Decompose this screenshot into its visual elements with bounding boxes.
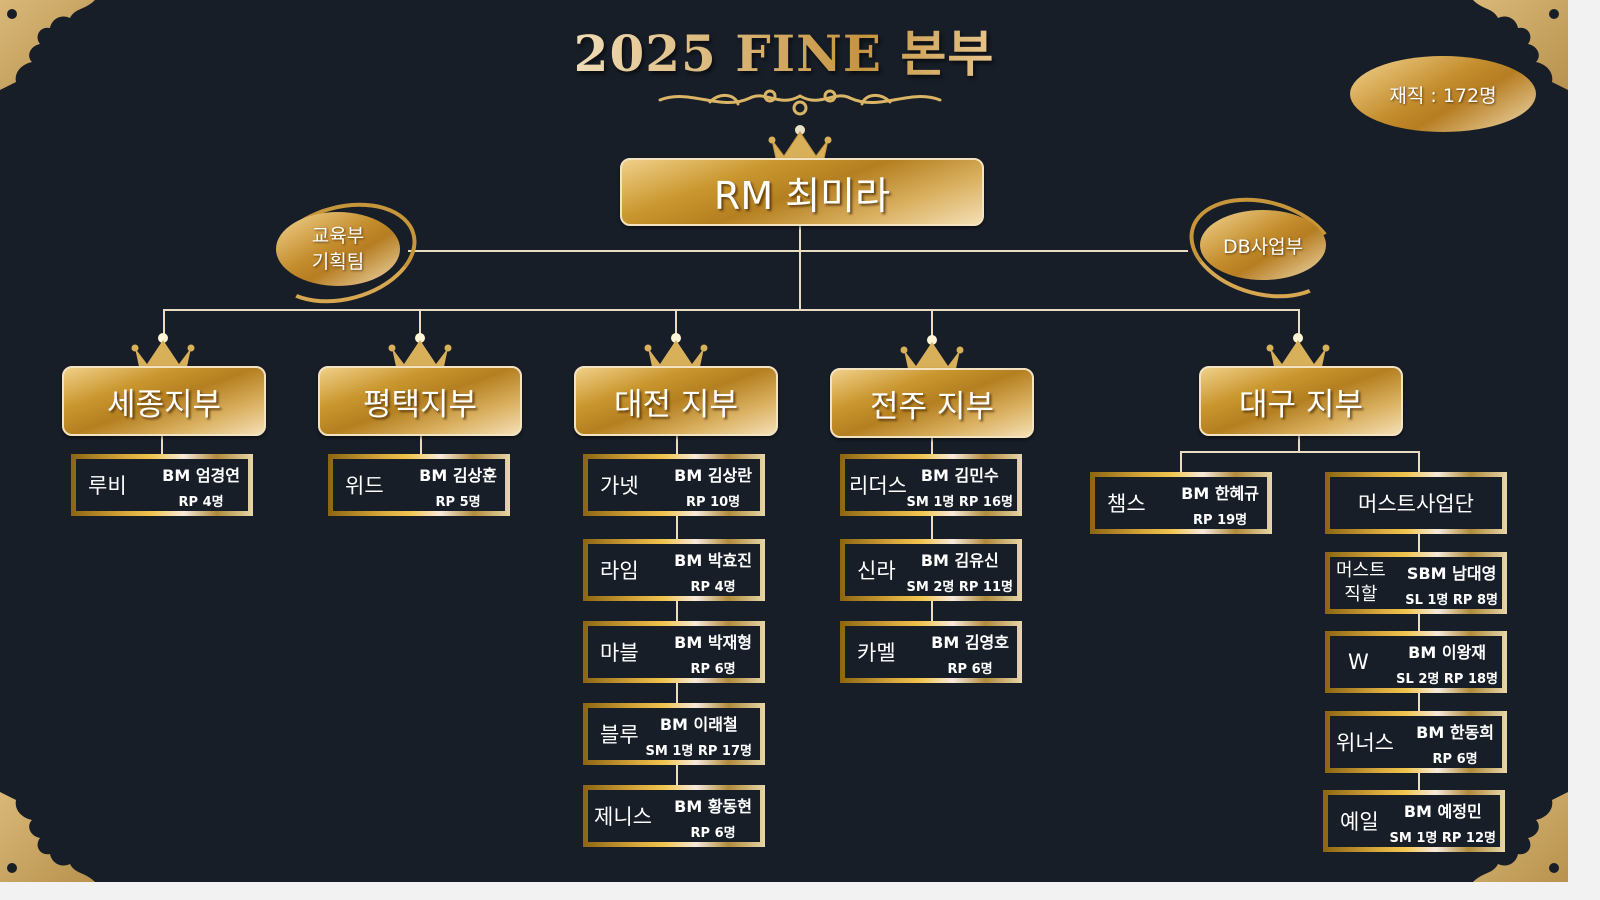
team-card-winners: 위너스 BM 한동희 RP 6명 — [1325, 711, 1507, 773]
division-name: 머스트사업단 — [1358, 492, 1474, 516]
branch-jeonju: 전주 지부 — [830, 368, 1034, 438]
team-card-lime: 라임 BM 박효진 RP 4명 — [583, 539, 765, 601]
team-name: W — [1348, 650, 1369, 674]
team-name: 루비 — [88, 474, 127, 498]
team-manager: BM 이왕재 — [1408, 643, 1487, 662]
team-stats: RP 6명 — [947, 662, 993, 677]
connector — [419, 309, 421, 339]
team-manager: BM 김상훈 — [419, 466, 497, 485]
team-name: 카멜 — [857, 641, 896, 665]
connector — [1180, 451, 1420, 453]
team-card-w: W BM 이왕재 SL 2명 RP 18명 — [1325, 631, 1507, 693]
team-name: 챔스 — [1107, 492, 1146, 516]
team-name-line2: 직할 — [1344, 584, 1378, 605]
branch-daejeon: 대전 지부 — [574, 366, 778, 436]
connector — [1298, 434, 1300, 452]
connector — [675, 309, 677, 339]
connector — [1298, 309, 1300, 339]
team-stats: RP 19명 — [1193, 513, 1248, 528]
team-stats: RP 6명 — [690, 826, 736, 841]
team-stats: RP 6명 — [690, 662, 736, 677]
team-stats: SM 2명 RP 11명 — [906, 580, 1013, 595]
team-name: 라임 — [600, 559, 639, 583]
team-name: 마블 — [600, 641, 639, 665]
team-name: 가넷 — [600, 474, 639, 498]
team-manager: BM 김상란 — [674, 466, 752, 485]
team-manager: BM 예정민 — [1403, 802, 1482, 821]
team-name: 리더스 — [849, 474, 907, 498]
team-card-must-direct: 머스트 직할 SBM 남대영 SL 1명 RP 8명 — [1325, 552, 1507, 614]
connector — [163, 309, 1300, 311]
connector — [161, 434, 163, 456]
team-name: 신라 — [857, 559, 896, 583]
corner-ornament-top-right-icon — [1473, 0, 1568, 90]
branch-sejong: 세종지부 — [62, 366, 266, 436]
team-name: 블루 — [600, 723, 639, 747]
team-manager: BM 박효진 — [674, 551, 752, 570]
team-name: 제니스 — [594, 805, 652, 829]
connector — [931, 309, 933, 339]
team-card-leaders: 리더스 BM 김민수 SM 1명 RP 16명 — [840, 454, 1022, 516]
branch-daegu: 대구 지부 — [1199, 366, 1403, 436]
team-stats: SM 1명 RP 16명 — [906, 495, 1013, 510]
team-manager: SBM 남대영 — [1406, 564, 1497, 583]
corner-ornament-top-left-icon — [0, 0, 95, 90]
rm-box: RM 최미라 — [620, 158, 984, 226]
team-stats: SM 1명 RP 17명 — [645, 744, 752, 759]
team-name: 예일 — [1340, 810, 1379, 834]
connector — [799, 224, 801, 310]
page-title: 2025 FINE 본부 — [0, 14, 1568, 86]
education-planning-team: 교육부 기획팀 — [276, 212, 400, 286]
team-card-zenith: 제니스 BM 황동현 RP 6명 — [583, 785, 765, 847]
connector — [1180, 451, 1182, 475]
team-stats: SM 1명 RP 12명 — [1389, 831, 1496, 846]
team-name: 위드 — [345, 474, 384, 498]
team-name: 머스트 직할 — [1330, 559, 1386, 607]
team-manager: BM 김영호 — [931, 633, 1009, 652]
team-stats: RP 4명 — [178, 495, 224, 510]
team-card-marble: 마블 BM 박재형 RP 6명 — [583, 621, 765, 683]
team-manager: BM 엄경연 — [162, 466, 240, 485]
title-flourish-icon — [658, 89, 942, 116]
team-manager: BM 이래철 — [659, 715, 738, 734]
education-label-line1: 교육부 — [311, 225, 365, 247]
team-name: 위너스 — [1336, 731, 1394, 755]
team-card-camel: 카멜 BM 김영호 RP 6명 — [840, 621, 1022, 683]
team-name-line1: 머스트 — [1336, 560, 1386, 581]
team-card-garnet: 가넷 BM 김상란 RP 10명 — [583, 454, 765, 516]
team-stats: RP 4명 — [690, 580, 736, 595]
team-manager: BM 김민수 — [920, 466, 999, 485]
org-chart-slide: 2025 FINE 본부 재직 : 172명 교육부 기획팀 DB사업부 RM … — [0, 0, 1568, 882]
team-manager: BM 황동현 — [674, 797, 752, 816]
team-manager: BM 박재형 — [674, 633, 752, 652]
team-stats: RP 5명 — [435, 495, 481, 510]
team-card-with: 위드 BM 김상훈 RP 5명 — [328, 454, 510, 516]
connector — [420, 434, 422, 456]
team-stats: RP 10명 — [686, 495, 741, 510]
team-card-yale: 예일 BM 예정민 SM 1명 RP 12명 — [1323, 790, 1505, 852]
team-stats: SL 2명 RP 18명 — [1396, 672, 1498, 687]
team-manager: BM 김유신 — [920, 551, 999, 570]
team-card-silla: 신라 BM 김유신 SM 2명 RP 11명 — [840, 539, 1022, 601]
team-card-rubi: 루비 BM 엄경연 RP 4명 — [71, 454, 253, 516]
db-business-unit: DB사업부 — [1200, 210, 1326, 280]
education-label-line2: 기획팀 — [311, 251, 365, 273]
connector — [408, 250, 1188, 252]
team-card-blue: 블루 BM 이래철 SM 1명 RP 17명 — [583, 703, 765, 765]
connector — [163, 309, 165, 339]
team-stats: SL 1명 RP 8명 — [1405, 593, 1498, 608]
team-manager: BM 한혜규 — [1181, 484, 1259, 503]
corner-ornament-bottom-left-icon — [0, 792, 95, 882]
corner-ornament-bottom-right-icon — [1473, 792, 1568, 882]
team-card-champs: 챔스 BM 한혜규 RP 19명 — [1090, 472, 1272, 534]
branch-pyeongtaek: 평택지부 — [318, 366, 522, 436]
team-manager: BM 한동희 — [1416, 723, 1494, 742]
team-stats: RP 6명 — [1432, 752, 1478, 767]
headcount-badge: 재직 : 172명 — [1350, 56, 1536, 132]
division-must: 머스트사업단 — [1325, 472, 1507, 534]
